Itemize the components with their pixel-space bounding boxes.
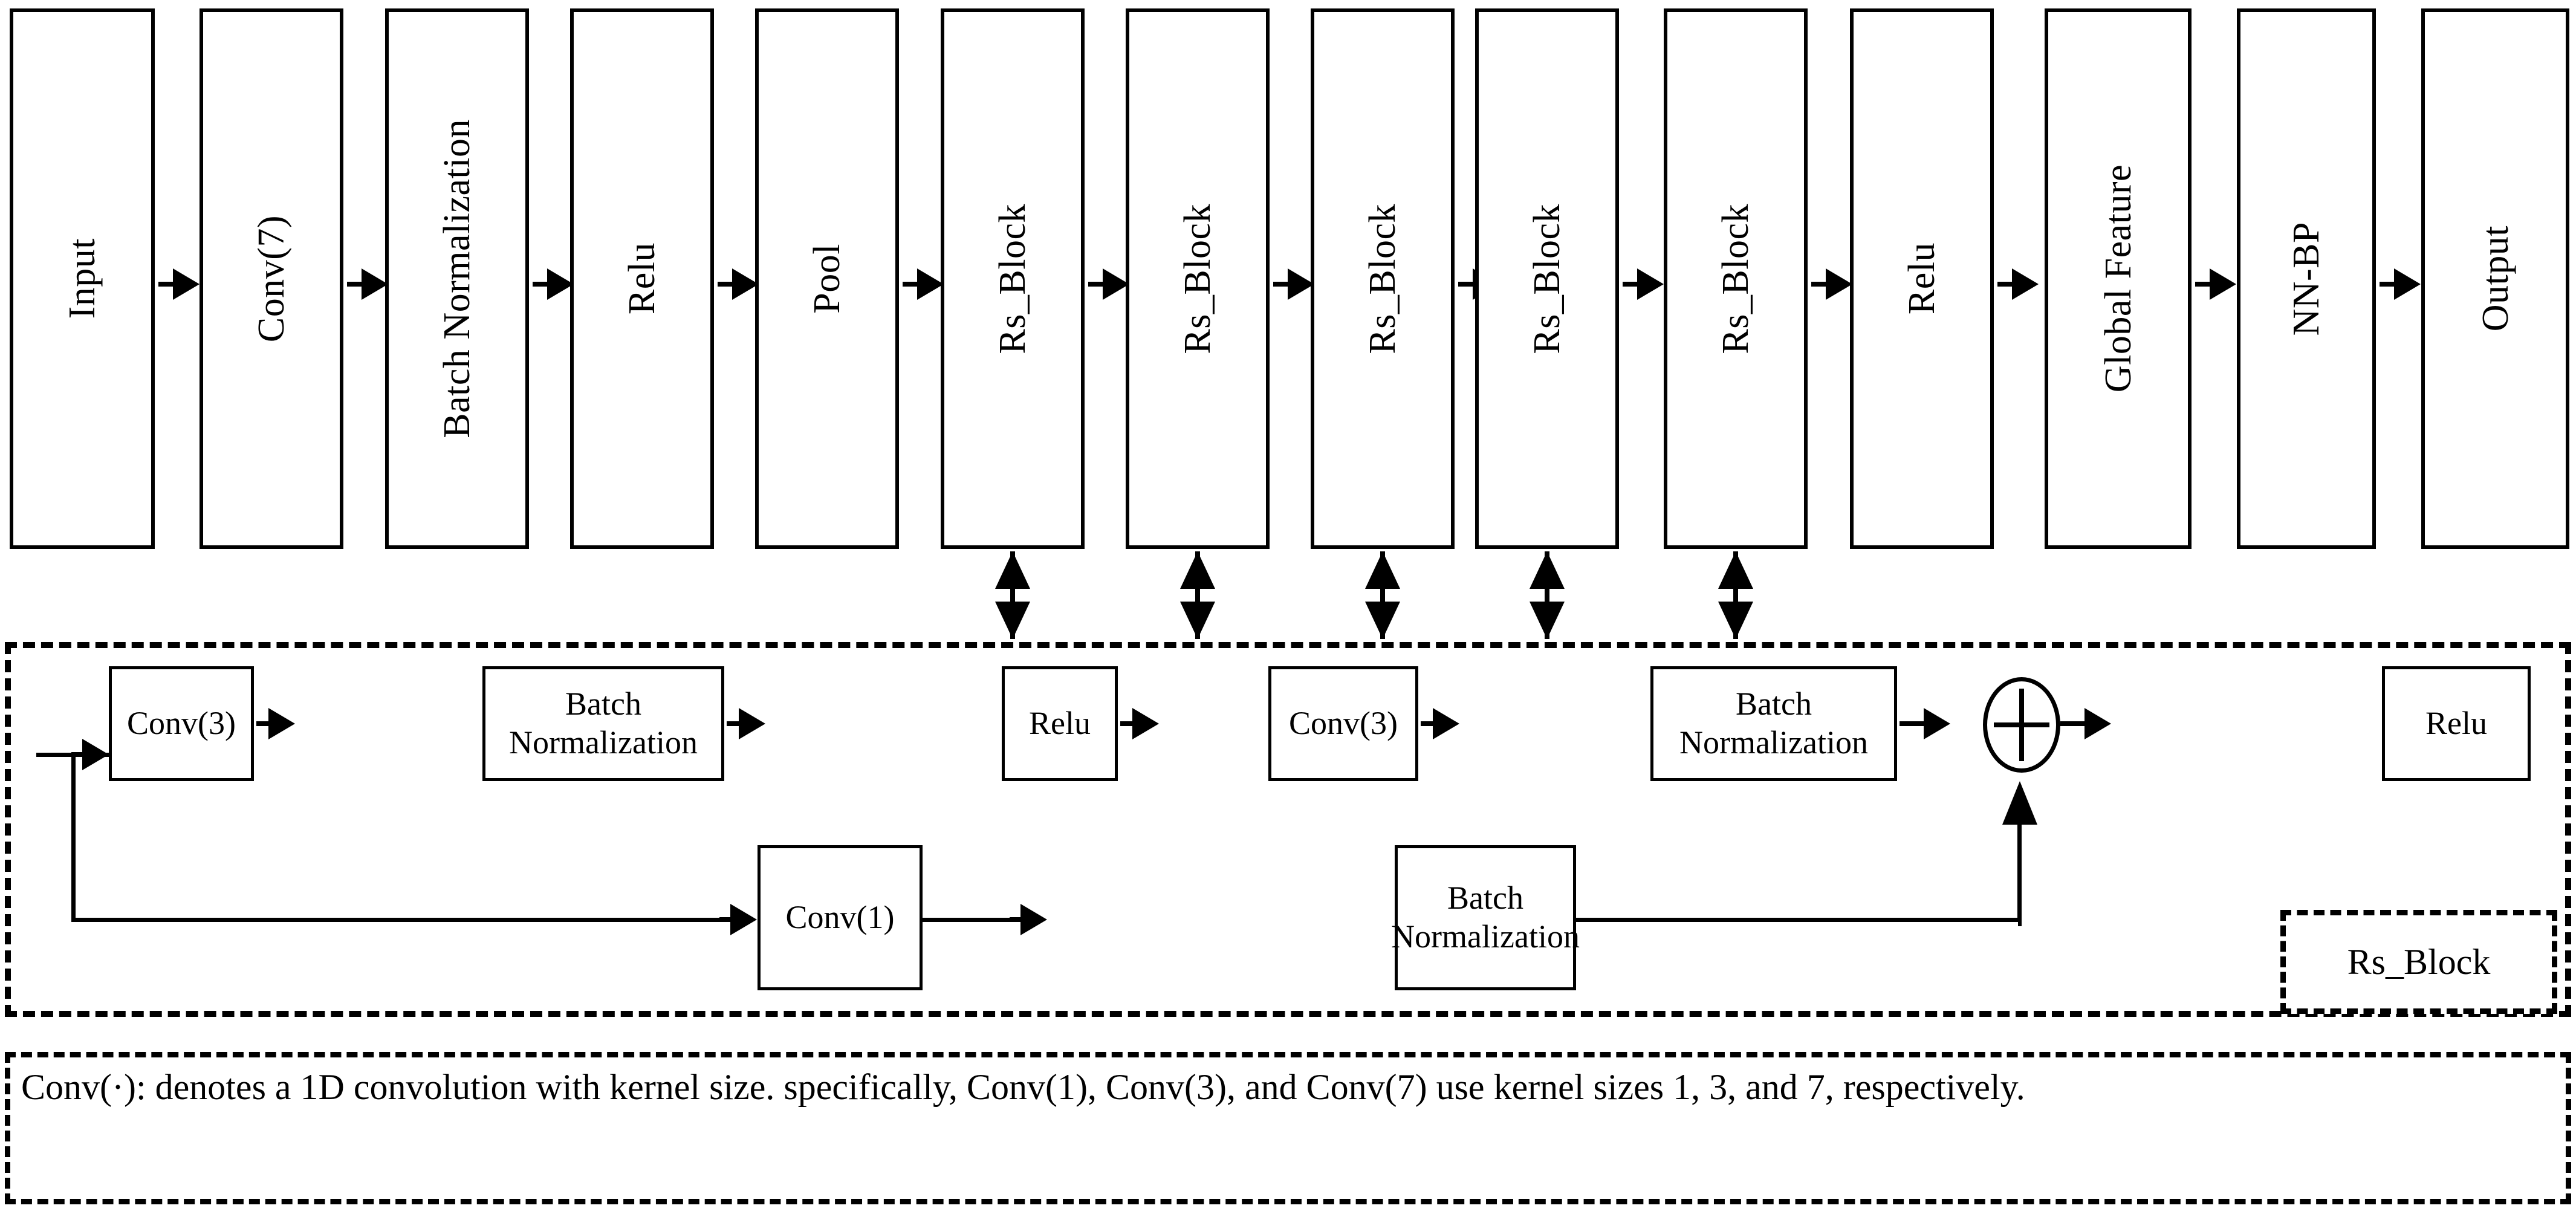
- rs-box-label: Batch Normalization: [1679, 686, 1868, 761]
- pipeline-box-label: Rs_Block: [1177, 203, 1218, 354]
- pipeline-box-label: Global Feature: [2097, 164, 2139, 393]
- rs-box-label: Conv(1): [785, 899, 895, 936]
- rs-box-label: Relu: [1029, 705, 1091, 742]
- rs-block-detail-region: [5, 642, 2571, 1017]
- double-arrow-vertical-icon: [1530, 551, 1565, 639]
- legend-note-text: Conv(·): denotes a 1D convolution with k…: [21, 1067, 2025, 1107]
- pipeline-box-label: Batch Normalization: [436, 119, 478, 438]
- pipeline-box-label: Input: [62, 238, 103, 319]
- pipeline-box-label: Pool: [806, 244, 848, 314]
- plus-vertical-bar: [2019, 688, 2024, 762]
- rs-box-conv3-b[interactable]: Conv(3): [1268, 666, 1418, 781]
- rs-shortcut-bottom-line: [71, 918, 750, 922]
- pipeline-box-label: Relu: [621, 242, 663, 315]
- rs-box-batch-norm-c[interactable]: Batch Normalization: [1391, 845, 1580, 990]
- rs-shortcut-drop-line: [71, 753, 76, 922]
- pipeline-box-label: Relu: [1901, 242, 1942, 315]
- pipeline-box-label: Conv(7): [251, 215, 292, 343]
- pipeline-box-output[interactable]: Output: [2421, 8, 2569, 549]
- pipeline-box-label: Rs_Block: [992, 203, 1033, 354]
- pipeline-box-rs-block-5[interactable]: Rs_Block: [1664, 8, 1808, 549]
- rs-box-label: Conv(3): [127, 705, 236, 742]
- pipeline-box-batch-normalization[interactable]: Batch Normalization: [385, 8, 529, 549]
- pipeline-box-conv7[interactable]: Conv(7): [200, 8, 343, 549]
- pipeline-box-label: Rs_Block: [1526, 203, 1568, 354]
- pipeline-box-label: Output: [2474, 226, 2516, 332]
- legend-note-region: Conv(·): denotes a 1D convolution with k…: [5, 1052, 2571, 1204]
- double-arrow-vertical-icon: [995, 551, 1030, 639]
- double-arrow-vertical-icon: [1365, 551, 1400, 639]
- rs-box-label: Batch Normalization: [509, 686, 698, 761]
- double-arrow-vertical-icon: [1180, 551, 1215, 639]
- rs-box-relu-mid[interactable]: Relu: [1002, 666, 1118, 781]
- pipeline-box-label: Rs_Block: [1362, 203, 1403, 354]
- rs-shortcut-return-line: [1575, 918, 2019, 922]
- circle-plus-icon: [1983, 677, 2060, 773]
- pipeline-box-rs-block-4[interactable]: Rs_Block: [1475, 8, 1619, 549]
- rs-block-tag-label: Rs_Block: [2347, 941, 2491, 982]
- pipeline-box-rs-block-1[interactable]: Rs_Block: [941, 8, 1085, 549]
- double-arrow-vertical-icon: [1718, 551, 1753, 639]
- rs-box-label: Batch Normalization: [1391, 880, 1580, 955]
- rs-shortcut-line-2: [923, 918, 1037, 922]
- pipeline-box-rs-block-3[interactable]: Rs_Block: [1311, 8, 1455, 549]
- rs-box-relu-out[interactable]: Relu: [2382, 666, 2531, 781]
- rs-box-conv3-a[interactable]: Conv(3): [109, 666, 254, 781]
- rs-box-batch-norm-b[interactable]: Batch Normalization: [1650, 666, 1897, 781]
- rs-box-batch-norm-a[interactable]: Batch Normalization: [482, 666, 724, 781]
- pipeline-box-label: Rs_Block: [1715, 203, 1756, 354]
- rs-box-conv1[interactable]: Conv(1): [758, 845, 923, 990]
- pipeline-box-nn-bp[interactable]: NN-BP: [2237, 8, 2376, 549]
- pipeline-box-rs-block-2[interactable]: Rs_Block: [1126, 8, 1270, 549]
- pipeline-box-global-feature[interactable]: Global Feature: [2045, 8, 2192, 549]
- up-arrow-icon: [2002, 781, 2037, 926]
- pipeline-box-label: NN-BP: [2286, 221, 2327, 336]
- rs-block-tag: Rs_Block: [2280, 910, 2557, 1014]
- pipeline-box-relu-2[interactable]: Relu: [1850, 8, 1994, 549]
- pipeline-box-relu-1[interactable]: Relu: [570, 8, 714, 549]
- rs-box-label: Relu: [2425, 705, 2487, 742]
- pipeline-box-input[interactable]: Input: [10, 8, 155, 549]
- rs-box-label: Conv(3): [1289, 705, 1398, 742]
- pipeline-box-pool[interactable]: Pool: [755, 8, 899, 549]
